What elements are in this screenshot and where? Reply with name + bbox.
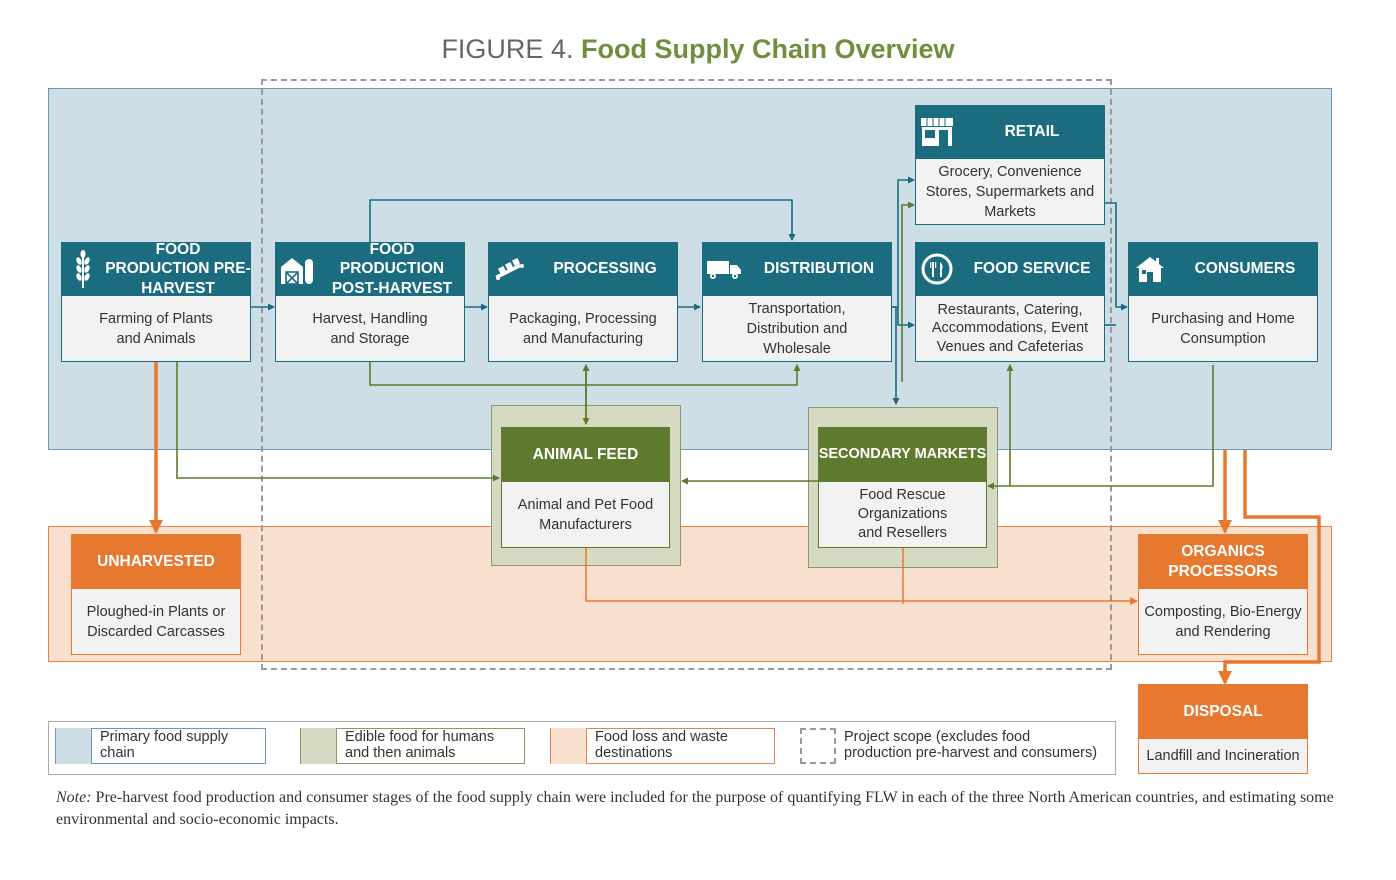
node-consumers-desc: Purchasing and Home Consumption xyxy=(1128,296,1318,362)
node-consumers[interactable]: CONSUMERS Purchasing and Home Consumptio… xyxy=(1128,242,1318,362)
node-organics-processors[interactable]: ORGANICS PROCESSORS Composting, Bio-Ener… xyxy=(1138,534,1308,655)
node-distribution[interactable]: DISTRIBUTION Transportation, Distributio… xyxy=(702,242,892,362)
node-processing-desc: Packaging, Processing and Manufacturing xyxy=(488,296,678,362)
edge-distribution-retail xyxy=(892,176,915,308)
node-retail-title: RETAIL xyxy=(1004,123,1060,141)
node-animal-feed[interactable]: ANIMAL FEED Animal and Pet Food Manufact… xyxy=(501,427,670,548)
node-food-service-desc: Restaurants, Catering, Accommodations, E… xyxy=(915,296,1105,362)
truck-icon xyxy=(702,242,746,296)
note-text: Pre-harvest food production and consumer… xyxy=(56,789,1334,829)
node-distribution-desc: Transportation, Distribution and Wholesa… xyxy=(702,296,892,362)
node-disposal-title: DISPOSAL xyxy=(1183,702,1263,720)
node-food-service-header: FOOD SERVICE xyxy=(915,242,1105,296)
legend-label-edible: Edible food for humans and then animals xyxy=(345,729,495,761)
node-disposal[interactable]: DISPOSAL Landfill and Incineration xyxy=(1138,684,1308,774)
node-disposal-desc: Landfill and Incineration xyxy=(1138,739,1308,774)
node-distribution-header: DISTRIBUTION xyxy=(702,242,892,296)
edge-animalfeed-organics xyxy=(585,548,1138,605)
node-organics-desc: Composting, Bio-Energy and Rendering xyxy=(1138,589,1308,655)
legend-item-loss: Food loss and waste destinations xyxy=(550,728,775,764)
conveyor-icon xyxy=(488,242,532,296)
legend-label-scope: Project scope (excludes food production … xyxy=(844,729,1098,761)
legend-swatch-scope xyxy=(800,728,836,764)
edge-secondary-retail xyxy=(901,201,915,382)
node-retail-desc: Grocery, Convenience Stores, Supermarket… xyxy=(915,159,1105,225)
note-lead: Note: xyxy=(56,789,92,806)
node-pre-harvest-title: FOOD PRODUCTION PRE-HARVEST xyxy=(105,240,251,297)
node-animal-feed-desc: Animal and Pet Food Manufacturers xyxy=(501,482,670,548)
node-retail[interactable]: RETAIL Grocery, Convenience Stores, Supe… xyxy=(915,105,1105,225)
plate-cutlery-icon xyxy=(915,242,959,296)
node-distribution-title: DISTRIBUTION xyxy=(763,260,875,278)
node-post-harvest-title: FOOD PRODUCTION POST-HARVEST xyxy=(331,240,453,297)
edge-postharvest-distribution-green xyxy=(369,362,801,386)
node-pre-harvest-header: FOOD PRODUCTION PRE-HARVEST xyxy=(61,240,251,297)
node-animal-feed-title: ANIMAL FEED xyxy=(532,445,639,463)
figure-main-title: Food Supply Chain Overview xyxy=(580,34,955,64)
node-secondary-markets-title: SECONDARY MARKETS xyxy=(818,446,987,463)
node-organics-header: ORGANICS PROCESSORS xyxy=(1138,534,1308,589)
figure-number: FIGURE 4. xyxy=(441,34,574,64)
edge-distribution-foodservice xyxy=(897,307,915,329)
legend-item-scope: Project scope (excludes food production … xyxy=(800,728,1100,764)
node-pre-harvest[interactable]: FOOD PRODUCTION PRE-HARVEST Farming of P… xyxy=(61,240,251,362)
node-unharvested-desc: Ploughed-in Plants or Discarded Carcasse… xyxy=(71,589,241,655)
node-pre-harvest-desc: Farming of Plants and Animals xyxy=(61,296,251,362)
node-retail-header: RETAIL xyxy=(915,105,1105,159)
house-icon xyxy=(1128,242,1172,296)
storefront-icon xyxy=(915,105,959,159)
node-unharvested-header: UNHARVESTED xyxy=(71,534,241,589)
node-post-harvest-header: FOOD PRODUCTION POST-HARVEST xyxy=(275,240,465,297)
node-disposal-header: DISPOSAL xyxy=(1138,684,1308,739)
edge-retail-consumers xyxy=(1105,202,1128,311)
figure-title: FIGURE 4. Food Supply Chain Overview xyxy=(0,34,1396,65)
node-processing-title: PROCESSING xyxy=(553,260,657,278)
node-animal-feed-header: ANIMAL FEED xyxy=(501,427,670,482)
legend-item-primary: Primary food supply chain xyxy=(55,728,266,764)
node-secondary-markets-header: SECONDARY MARKETS xyxy=(818,427,987,482)
node-unharvested-title: UNHARVESTED xyxy=(97,552,215,570)
legend-swatch-primary xyxy=(56,728,92,764)
legend-label-primary: Primary food supply chain xyxy=(100,729,229,761)
wheat-icon xyxy=(61,242,105,296)
node-organics-title: ORGANICS PROCESSORS xyxy=(1168,543,1278,580)
node-food-service[interactable]: FOOD SERVICE Restaurants, Catering, Acco… xyxy=(915,242,1105,362)
node-processing-header: PROCESSING xyxy=(488,242,678,296)
edge-consumers-secondary xyxy=(987,365,1214,490)
node-unharvested[interactable]: UNHARVESTED Ploughed-in Plants or Discar… xyxy=(71,534,241,655)
figure-note: Note: Pre-harvest food production and co… xyxy=(56,787,1346,832)
node-food-service-title: FOOD SERVICE xyxy=(973,260,1091,278)
project-scope-boundary xyxy=(261,79,1112,670)
legend-swatch-edible xyxy=(301,728,337,764)
legend-item-edible: Edible food for humans and then animals xyxy=(300,728,525,764)
edge-distribution-secondary xyxy=(892,306,900,405)
node-processing[interactable]: PROCESSING Packaging, Processing and Man… xyxy=(488,242,678,362)
edge-preharvest-animalfeed xyxy=(176,362,500,482)
node-consumers-title: CONSUMERS xyxy=(1194,260,1296,278)
node-post-harvest[interactable]: FOOD PRODUCTION POST-HARVEST Harvest, Ha… xyxy=(275,240,465,362)
node-post-harvest-desc: Harvest, Handling and Storage xyxy=(275,296,465,362)
legend: Primary food supply chain Edible food fo… xyxy=(48,721,1116,775)
node-secondary-markets-desc: Food Rescue Organizations and Resellers xyxy=(818,482,987,548)
node-consumers-header: CONSUMERS xyxy=(1128,242,1318,296)
legend-swatch-loss xyxy=(551,728,587,764)
edge-consumers-disposal xyxy=(1218,450,1321,685)
legend-label-loss: Food loss and waste destinations xyxy=(595,729,728,761)
barn-icon xyxy=(275,242,319,296)
node-secondary-markets[interactable]: SECONDARY MARKETS Food Rescue Organizati… xyxy=(818,427,987,548)
edge-postharvest-distribution xyxy=(369,199,796,242)
